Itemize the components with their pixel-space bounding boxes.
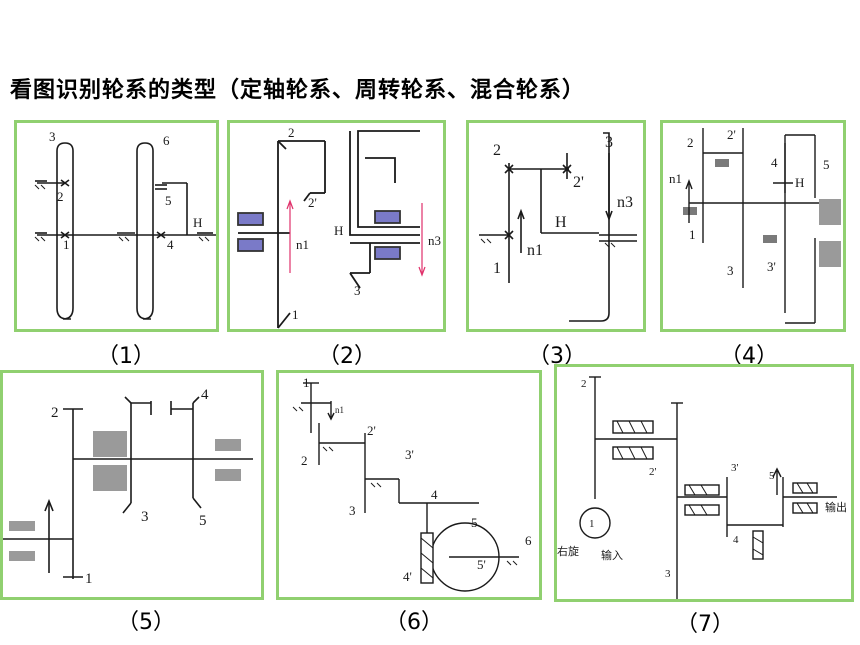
label-3-prime: 3' [405, 447, 414, 462]
caption-6: （6） [385, 610, 443, 635]
label-2-prime: 2' [573, 174, 584, 191]
label-3: 3 [49, 129, 56, 144]
label-1: 1 [303, 375, 310, 390]
label-3-prime: 3' [731, 462, 739, 474]
label-4: 4 [771, 155, 778, 170]
gear-train-diagram-1: 3 2 1 6 5 4 H [34, 129, 216, 320]
label-2: 2 [301, 453, 308, 468]
label-n1: n1 [527, 242, 543, 259]
label-2: 2 [493, 142, 501, 159]
caption-1: （1） [97, 344, 155, 369]
gear-train-diagram-4: 2 2' n1 4 5 H 1 3 3' [669, 127, 841, 324]
label-3: 3 [605, 134, 613, 151]
label-H: H [555, 214, 567, 231]
label-n1: n1 [669, 171, 682, 186]
gear-train-diagram-6: 1 n1 2' 2 3' 3 4 5 6 4' 5' [292, 375, 532, 592]
label-3: 3 [727, 263, 734, 278]
diagram-panel-4: 2 2' n1 4 5 H 1 3 3' [660, 120, 846, 332]
label-3: 3 [354, 283, 361, 298]
label-6: 6 [163, 133, 170, 148]
label-1: 1 [493, 260, 501, 277]
label-H: H [334, 223, 343, 238]
label-3: 3 [665, 568, 671, 580]
label-1: 1 [689, 227, 696, 242]
diagram-panel-2: 2 2' H n1 n3 3 1 [227, 120, 446, 332]
label-4-prime: 4' [403, 569, 412, 584]
label-4: 4 [201, 387, 209, 403]
diagram-panel-6: 1 n1 2' 2 3' 3 4 5 6 4' 5' [276, 370, 542, 600]
diagram-panel-1: 3 2 1 6 5 4 H [14, 120, 219, 332]
label-H: H [795, 175, 804, 190]
label-3-prime: 3' [767, 259, 776, 274]
gear-train-diagram-2: 2 2' H n1 n3 3 1 [237, 125, 441, 329]
label-2-prime: 2' [649, 466, 657, 478]
label-n1: n1 [296, 237, 309, 252]
label-6: 6 [525, 533, 532, 548]
label-1: 1 [85, 571, 93, 587]
label-3: 3 [349, 503, 356, 518]
label-5-prime: 5' [477, 557, 486, 572]
caption-5: （5） [117, 610, 175, 635]
label-5: 5 [769, 470, 775, 482]
label-n3: n3 [617, 194, 633, 211]
diagram-panel-5: 2 4 3 5 1 [0, 370, 264, 600]
label-2-prime: 2' [308, 195, 317, 210]
label-5: 5 [471, 515, 478, 530]
label-1: 1 [589, 518, 595, 530]
label-2: 2 [687, 135, 694, 150]
label-H: H [193, 215, 202, 230]
page-title: 看图识别轮系的类型（定轴轮系、周转轮系、混合轮系） [10, 78, 586, 103]
label-5: 5 [199, 513, 207, 529]
label-right-hand: 右旋 [557, 544, 579, 558]
label-2: 2 [581, 378, 587, 390]
label-n3: n3 [428, 233, 441, 248]
label-4: 4 [733, 534, 739, 546]
diagram-panel-7: 2 2' 3' 5 1 右旋 输入 4 输出 3 [554, 364, 854, 602]
label-input: 输入 [601, 548, 623, 562]
label-n1: n1 [335, 405, 344, 415]
gear-train-diagram-3: 2 3 2' n3 H n1 1 [479, 132, 637, 322]
label-output: 输出 [825, 500, 847, 514]
label-1: 1 [63, 237, 70, 252]
label-2-prime: 2' [367, 423, 376, 438]
label-2: 2 [57, 189, 64, 204]
caption-7: （7） [676, 612, 734, 637]
label-1: 1 [292, 307, 299, 322]
caption-2: （2） [318, 344, 376, 369]
gear-train-diagram-5: 2 4 3 5 1 [3, 387, 253, 587]
diagram-panel-3: 2 3 2' n3 H n1 1 [466, 120, 646, 332]
label-2: 2 [51, 405, 59, 421]
label-5: 5 [165, 193, 172, 208]
label-4: 4 [167, 237, 174, 252]
label-5: 5 [823, 157, 830, 172]
label-4: 4 [431, 487, 438, 502]
label-2: 2 [288, 125, 295, 140]
label-3: 3 [141, 509, 149, 525]
label-2-prime: 2' [727, 127, 736, 142]
gear-train-diagram-7: 2 2' 3' 5 1 右旋 输入 4 输出 3 [557, 376, 847, 599]
